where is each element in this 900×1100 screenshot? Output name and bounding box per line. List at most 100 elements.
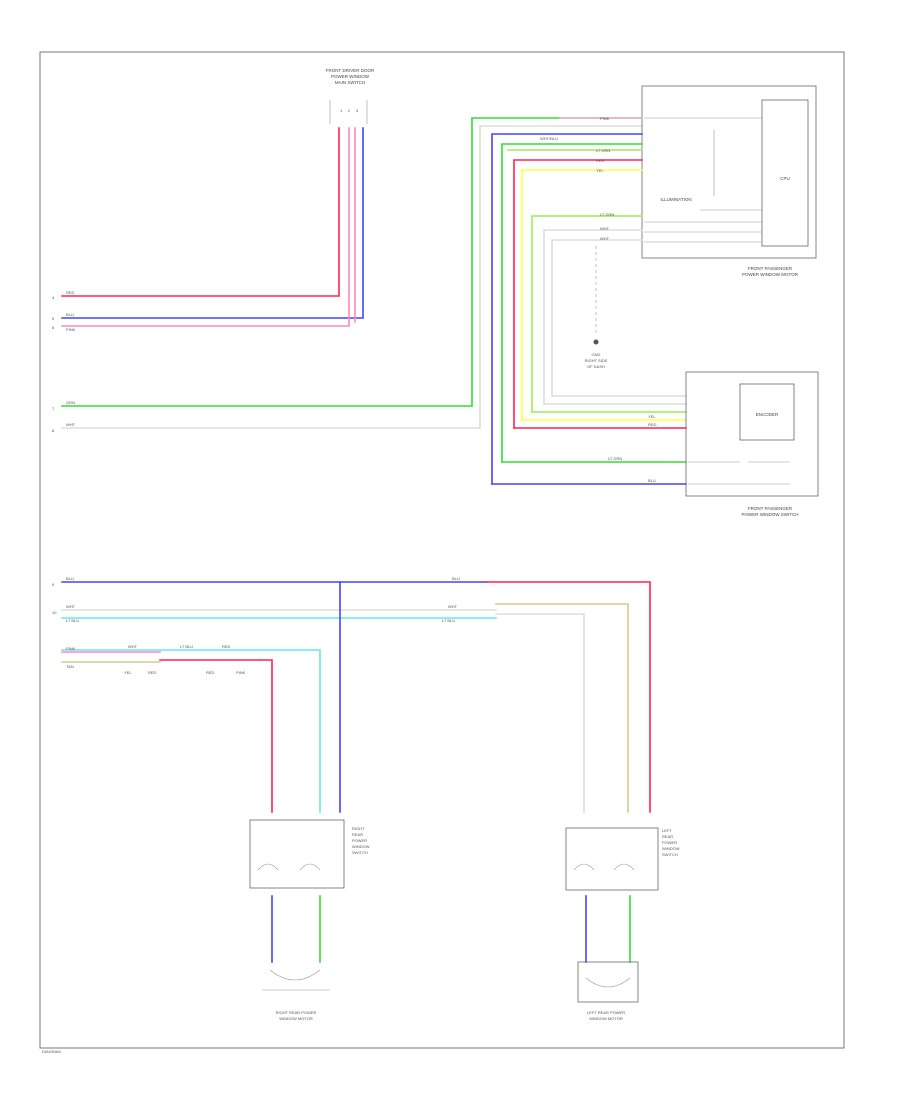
wire-lightgreen-2 (531, 215, 643, 413)
wire-green (61, 117, 643, 407)
wire-code: GRN (66, 400, 75, 405)
wire-tan-lower (495, 603, 629, 813)
top-connector: FRONT DRIVER DOOR POWER WINDOW MAIN SWIT… (326, 68, 375, 124)
pin-label: 1 (340, 108, 343, 113)
front-passenger-switch-module: ENCODER FRONT PASSENGER POWER WINDOW SWI… (685, 371, 819, 517)
wire-code: LT GRN (608, 456, 622, 461)
wire-code: RED (66, 290, 75, 295)
right-side-wires: LT GRN WHT WHT LT GRN BLU RED YEL LT GRN… (491, 116, 687, 485)
top-connector-label-2: POWER WINDOW (331, 74, 370, 79)
switch-module-box (685, 371, 819, 497)
motor-module-box (641, 85, 817, 259)
rr-switch-label: SWITCH (352, 850, 368, 855)
lower-wires: BLU WHT LT BLU PINK TAN 9 10 BLU WHT LT … (52, 576, 651, 813)
pin-label: 9 (52, 582, 55, 587)
rr-switch-label: REAR (352, 832, 363, 837)
wire-code: WHT (66, 604, 76, 609)
wire-code: BLU (66, 312, 74, 317)
wire-code: RED (648, 422, 657, 427)
wire-green-long (501, 143, 643, 463)
wire-code: RED (596, 158, 605, 163)
wire-code: RED (222, 644, 231, 649)
wire-white-3 (551, 239, 643, 397)
top-connector-label-3: MAIN SWITCH (335, 80, 365, 85)
wire-code: PINK (66, 327, 76, 332)
wire-code: TAN (66, 664, 74, 669)
encoder-box (739, 383, 795, 441)
wire-white-lr (495, 613, 585, 813)
ground-label-3: OF DASH (587, 364, 605, 369)
wire-code: LT GRN (600, 212, 614, 217)
switch-module-label-2: POWER WINDOW SWITCH (742, 512, 799, 517)
wire-pink (61, 127, 350, 327)
rr-motor-label-2: WINDOW MOTOR (279, 1016, 313, 1021)
wire-code: RED (148, 670, 157, 675)
wire-code: LT BLU (442, 618, 455, 623)
wire-blue (61, 127, 364, 319)
lr-switch-box (565, 827, 659, 891)
lr-switch-label: POWER (662, 840, 677, 845)
rr-motor-label-1: RIGHT REAR POWER (276, 1010, 317, 1015)
wire-red-rr (159, 659, 273, 813)
mid-left-wires: GRN WHT 7 8 (52, 117, 643, 433)
wire-white-2 (543, 229, 643, 405)
wire-code: LT BLU (180, 644, 193, 649)
pin-label: 4 (52, 295, 55, 300)
lr-switch-label: LEFT (662, 828, 672, 833)
illumination-label: ILLUMINATION (660, 197, 691, 202)
wire-red-long (513, 159, 643, 429)
front-passenger-motor-module: CPU ILLUMINATION FRONT PASSENGER POWER W… (641, 85, 817, 277)
lr-switch-label: WINDOW (662, 846, 680, 851)
wire-code: RED (206, 670, 215, 675)
pin-label: 2 (348, 108, 351, 113)
wire-code: BLU (648, 478, 656, 483)
diagram-frame (39, 51, 845, 1049)
wire-red-lower-right (485, 581, 651, 813)
wire-code: BLU (66, 576, 74, 581)
wire-white (61, 125, 643, 429)
wire-code: PINK (600, 116, 610, 121)
wire-code: WHT (600, 236, 610, 241)
wire-code: WHT/BLU (540, 136, 558, 141)
rr-switch-label: WINDOW (352, 844, 370, 849)
wire-code: WHT (66, 422, 76, 427)
wire-code: BLU (452, 576, 460, 581)
cpu-label: CPU (780, 176, 790, 181)
wire-code: WHT (128, 644, 138, 649)
footer-label: DIAGRAM (42, 1049, 61, 1054)
wire-code: WHT (600, 226, 610, 231)
rr-switch-box (249, 819, 345, 889)
rr-switch-label: RIGHT (352, 826, 365, 831)
ground-icon (593, 339, 599, 345)
pin-label: 7 (52, 406, 55, 411)
ground-point: GND RIGHT SIDE OF DASH (585, 246, 608, 369)
wire-code: LT BLU (66, 618, 79, 623)
cpu-box (761, 99, 809, 247)
lr-motor-label-2: WINDOW MOTOR (589, 1016, 623, 1021)
pin-label: 5 (52, 316, 55, 321)
wire-code: PINK (236, 670, 246, 675)
pin-label: 3 (356, 108, 359, 113)
lr-switch-label: REAR (662, 834, 673, 839)
pin-label: 6 (52, 325, 55, 330)
rr-switch-label: POWER (352, 838, 367, 843)
wire-code: LT GRN (596, 148, 610, 153)
top-connector-label-1: FRONT DRIVER DOOR (326, 68, 375, 73)
encoder-label: ENCODER (756, 412, 779, 417)
wire-code: YEL (124, 670, 132, 675)
lr-switch-label: SWITCH (662, 852, 678, 857)
lr-motor-label-1: LEFT REAR POWER (587, 1010, 625, 1015)
lr-motor-box (577, 961, 639, 1003)
motor-module-label-2: POWER WINDOW MOTOR (742, 272, 799, 277)
switch-module-label-1: FRONT PASSENGER (748, 506, 793, 511)
upper-left-wires: RED BLU PINK 4 5 6 (52, 127, 364, 332)
motor-module-label-1: FRONT PASSENGER (748, 266, 793, 271)
wire-code: WHT (448, 604, 458, 609)
wire-red (61, 127, 340, 297)
left-rear-switch: LEFT REAR POWER WINDOW SWITCH LEFT REAR … (565, 827, 680, 1021)
pin-label: 8 (52, 428, 55, 433)
ground-label-2: RIGHT SIDE (585, 358, 608, 363)
right-rear-switch: RIGHT REAR POWER WINDOW SWITCH RIGHT REA… (249, 819, 370, 1021)
wire-cyan-rr (61, 649, 321, 813)
